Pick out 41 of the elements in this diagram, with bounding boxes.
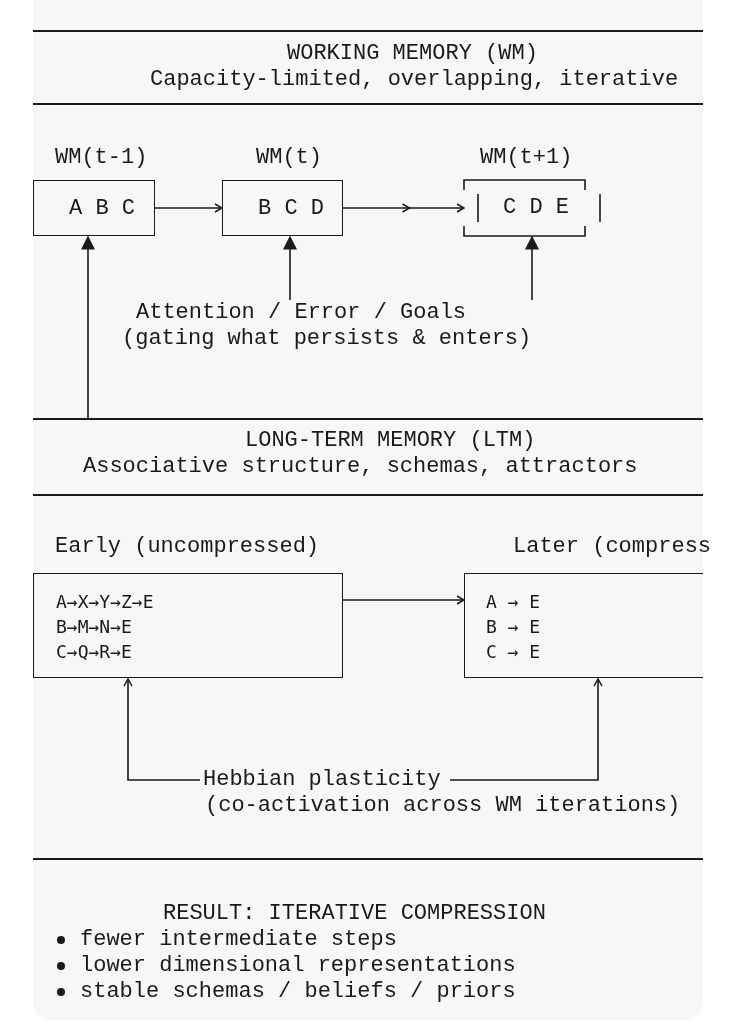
arrow	[342, 595, 465, 605]
arrow	[525, 235, 539, 301]
caption-text: (co-activation across WM iterations)	[205, 793, 681, 819]
section-title: WORKING MEMORY (WM)	[287, 41, 538, 67]
bracket-box	[464, 180, 585, 236]
section-title: RESULT: ITERATIVE COMPRESSION	[163, 901, 546, 927]
annotation-text: Attention / Error / Goals	[136, 300, 467, 326]
arrow	[283, 235, 297, 301]
caption-text: WM(t+1)	[480, 145, 573, 171]
arrow	[154, 203, 223, 213]
box-text: B→M→N→E	[56, 615, 132, 639]
box-text: B → E	[486, 615, 541, 639]
section-band	[33, 418, 703, 496]
box-text: C D E	[503, 195, 569, 221]
box-text: A B C	[69, 196, 135, 222]
caption-text: WM(t)	[256, 145, 322, 171]
arrow	[449, 678, 603, 781]
box-text: A → E	[486, 590, 541, 614]
bullet-item: fewer intermediate steps	[80, 927, 397, 953]
section-subtitle: Associative structure, schemas, attractors	[83, 454, 638, 480]
box-text: A→X→Y→Z→E	[56, 590, 154, 614]
state-box	[464, 573, 703, 678]
section-band	[33, 30, 703, 105]
state-box	[33, 573, 343, 678]
box-text: C→Q→R→E	[56, 640, 132, 664]
arrow	[342, 203, 465, 213]
caption-text: Later (compress	[513, 534, 712, 560]
bullet-item: stable schemas / beliefs / priors	[80, 979, 516, 1005]
section-title: LONG-TERM MEMORY (LTM)	[245, 428, 536, 454]
bullet-item: lower dimensional representations	[80, 953, 516, 979]
annotation-text: Hebbian plasticity	[203, 767, 441, 793]
annotation-text: (gating what persists & enters)	[122, 326, 532, 352]
section-subtitle: Capacity-limited, overlapping, iterative	[150, 67, 679, 93]
box-text: B C D	[258, 196, 324, 222]
caption-text: Early (uncompressed)	[55, 534, 320, 560]
caption-text: WM(t-1)	[55, 145, 148, 171]
box-text: C → E	[486, 640, 541, 664]
state-box	[222, 180, 343, 236]
state-box	[33, 180, 155, 236]
arrow	[123, 678, 201, 781]
arrow	[81, 235, 95, 419]
